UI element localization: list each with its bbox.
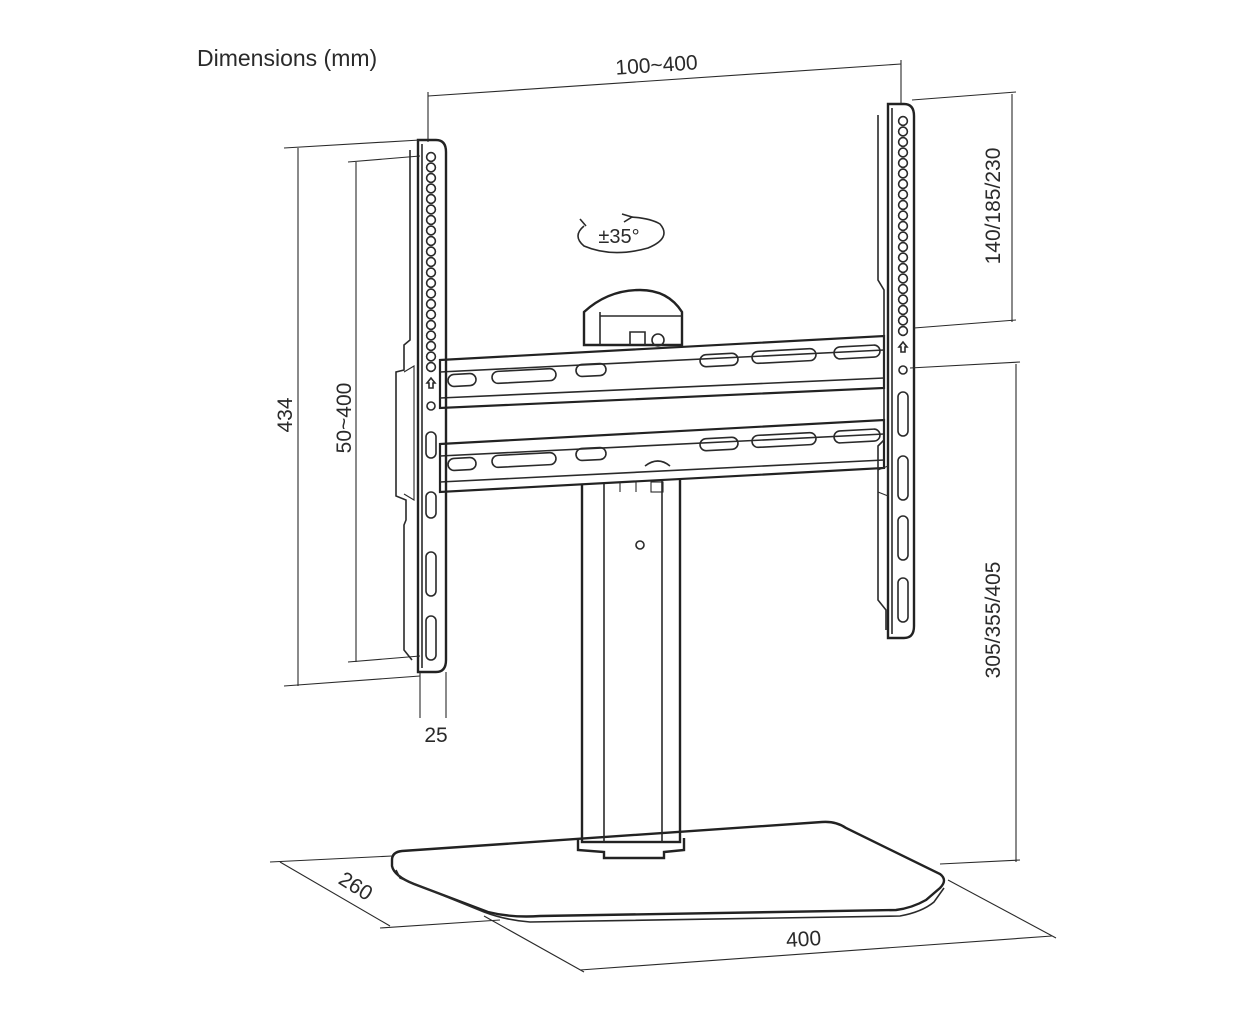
base-plate [390, 820, 946, 923]
bracket-hole [425, 214, 437, 226]
bracket-hole [897, 283, 909, 295]
bracket-hole [425, 361, 437, 373]
base-width-label: 400 [785, 927, 821, 952]
base-depth-label: 260 [334, 867, 376, 905]
bracket-hole [897, 189, 909, 200]
left-bracket-slots [425, 376, 437, 661]
total-height-label: 434 [274, 397, 297, 432]
bracket-hole [897, 147, 909, 158]
bracket-hole [897, 252, 909, 263]
horizontal-rails [438, 334, 886, 494]
left-arrow-icon [425, 376, 437, 389]
bracket-hole [425, 277, 437, 289]
bracket-hole [425, 246, 437, 257]
bracket-hole [425, 288, 437, 299]
right-bracket-holes [897, 115, 909, 337]
vesa-width-label: 100~400 [615, 51, 699, 79]
dim-arm-depth: 25 [419, 672, 448, 747]
arm-height-label: 140/185/230 [982, 148, 1005, 265]
bracket-hole [897, 136, 909, 148]
bracket-hole [897, 220, 909, 232]
bracket-hole [897, 178, 909, 190]
column-height-label: 305/355/405 [982, 562, 1005, 679]
bracket-hole [425, 235, 437, 247]
right-bracket [877, 102, 916, 640]
bracket-hole [897, 157, 909, 169]
bracket-hole [897, 168, 909, 179]
diagram-title: Dimensions (mm) [197, 45, 377, 71]
dim-vesa-width: 100~400 [427, 51, 902, 142]
bracket-hole [425, 319, 437, 331]
bracket-hole [425, 183, 437, 194]
bracket-hole [425, 162, 437, 173]
dim-total-height: 434 [274, 139, 421, 687]
bracket-hole [897, 199, 909, 211]
bracket-hole [425, 309, 437, 320]
bracket-hole [425, 193, 437, 205]
bracket-hole [425, 172, 437, 184]
left-bracket-holes [425, 151, 437, 373]
bracket-hole [425, 351, 437, 362]
bracket-hole [425, 151, 437, 163]
bracket-hole [897, 262, 909, 274]
vesa-height-label: 50~400 [333, 383, 356, 454]
bracket-hole [425, 267, 437, 278]
dim-arm-height: 140/185/230 [911, 91, 1017, 329]
swivel-label: ±35° [598, 226, 639, 248]
right-bracket-slots [897, 340, 909, 623]
right-arrow-icon [897, 340, 909, 353]
bracket-hole [897, 304, 909, 316]
bracket-hole [425, 204, 437, 215]
dim-base-depth: 260 [269, 855, 501, 929]
dim-vesa-height: 50~400 [333, 155, 421, 663]
bracket-hole [897, 126, 909, 137]
bracket-hole [897, 315, 909, 326]
bracket-hole [897, 273, 909, 284]
bracket-hole [425, 330, 437, 341]
dim-column-height: 305/355/405 [909, 361, 1021, 865]
bracket-hole [425, 298, 437, 310]
bracket-hole [897, 241, 909, 253]
bracket-hole [897, 210, 909, 221]
bracket-hole [897, 115, 909, 127]
bracket-hole [425, 225, 437, 236]
dim-base-width: 400 [483, 879, 1057, 973]
left-bracket [395, 138, 448, 674]
bracket-hole [897, 294, 909, 305]
arm-depth-label: 25 [424, 724, 447, 747]
bracket-hole [897, 231, 909, 242]
bracket-hole [425, 340, 437, 352]
bracket-hole [897, 325, 909, 337]
bracket-hole [425, 256, 437, 268]
swivel-indicator: ±35° [577, 213, 665, 254]
